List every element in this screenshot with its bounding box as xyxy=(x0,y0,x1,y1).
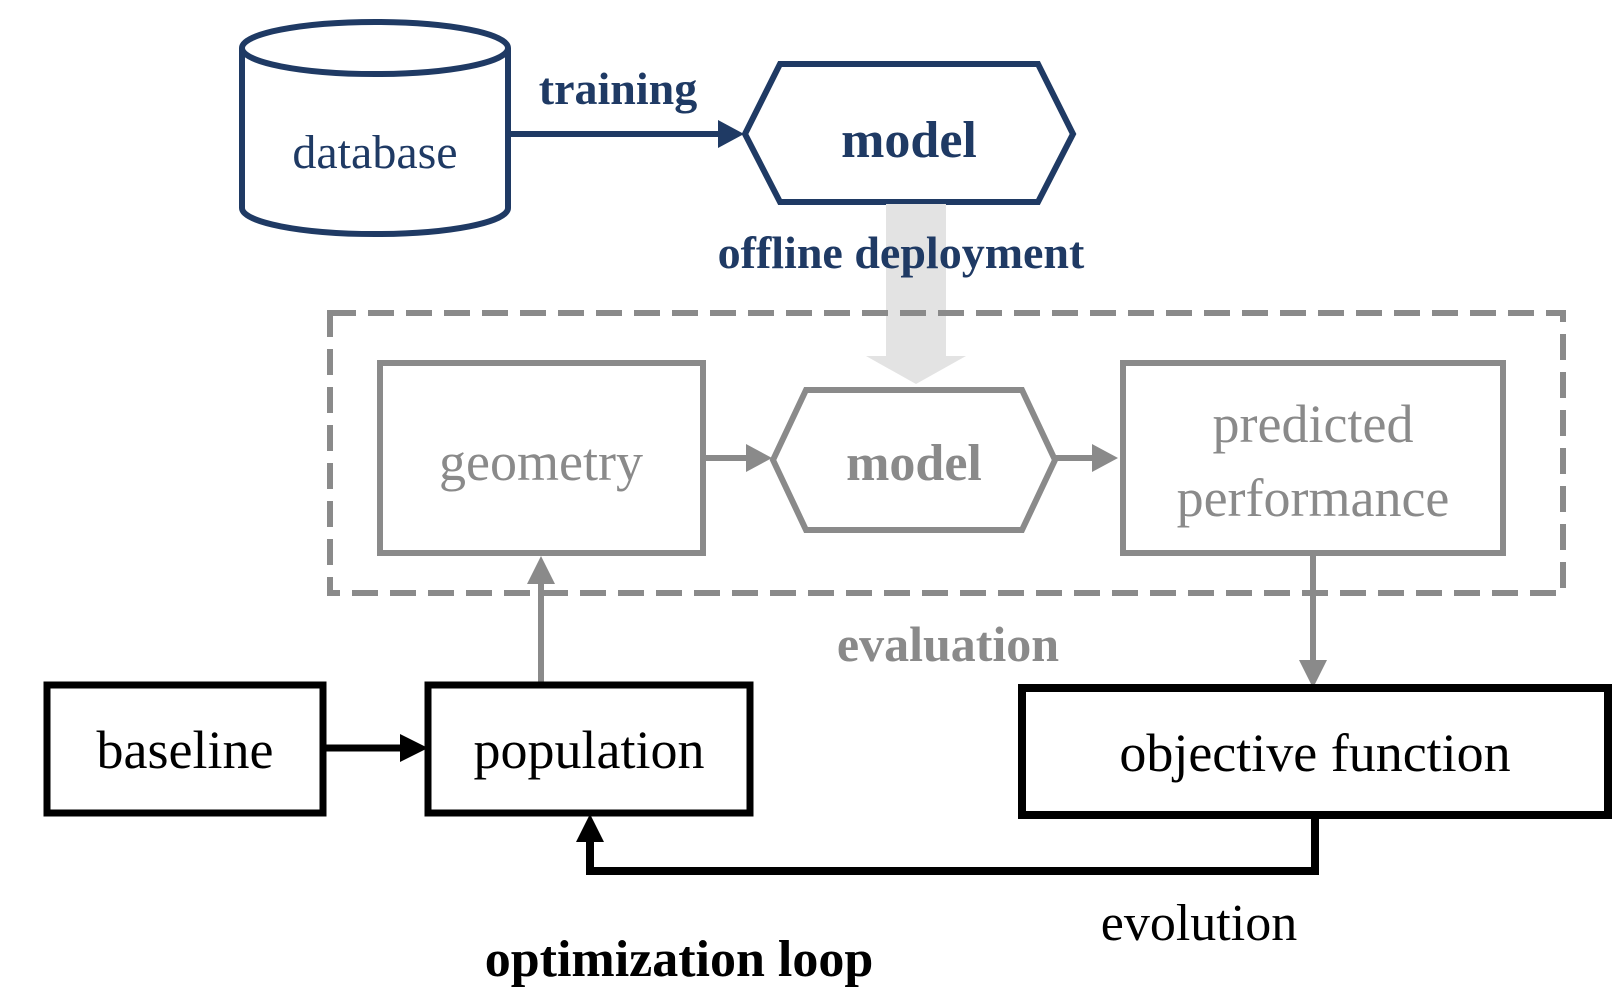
deployment-label: offline deployment xyxy=(718,227,1085,278)
model-label-top: model xyxy=(841,112,977,169)
predicted-label-line1: predicted xyxy=(1213,394,1414,454)
evolution-label: evolution xyxy=(1101,895,1297,952)
predicted-performance-box xyxy=(1120,360,1506,556)
predicted-label-line2: performance xyxy=(1177,468,1450,528)
geometry-to-model-arrow xyxy=(703,444,772,472)
training-arrow xyxy=(508,120,744,148)
evaluation-region xyxy=(327,310,1566,596)
database-label: database xyxy=(292,126,457,179)
predicted-to-objective-arrow xyxy=(1299,553,1327,688)
model-hexagon-top xyxy=(741,61,1077,205)
population-label: population xyxy=(474,720,705,780)
evaluation-caption: evaluation xyxy=(837,616,1059,672)
population-to-geometry-arrow xyxy=(527,556,555,685)
evolution-arrow xyxy=(576,814,1319,875)
geometry-box xyxy=(377,360,706,556)
objective-function-label: objective function xyxy=(1119,723,1510,783)
model-to-predicted-arrow xyxy=(1055,444,1118,472)
objective-function-box xyxy=(1018,684,1612,819)
geometry-label: geometry xyxy=(439,432,643,492)
baseline-to-population-arrow xyxy=(323,734,428,762)
database-cylinder xyxy=(239,19,511,237)
optimization-loop-caption: optimization loop xyxy=(485,931,874,988)
baseline-box xyxy=(43,681,327,817)
baseline-label: baseline xyxy=(97,720,274,780)
population-box xyxy=(424,681,754,817)
model-label-evaluation: model xyxy=(846,435,982,492)
training-label: training xyxy=(539,63,697,114)
deployment-arrow xyxy=(866,204,966,384)
